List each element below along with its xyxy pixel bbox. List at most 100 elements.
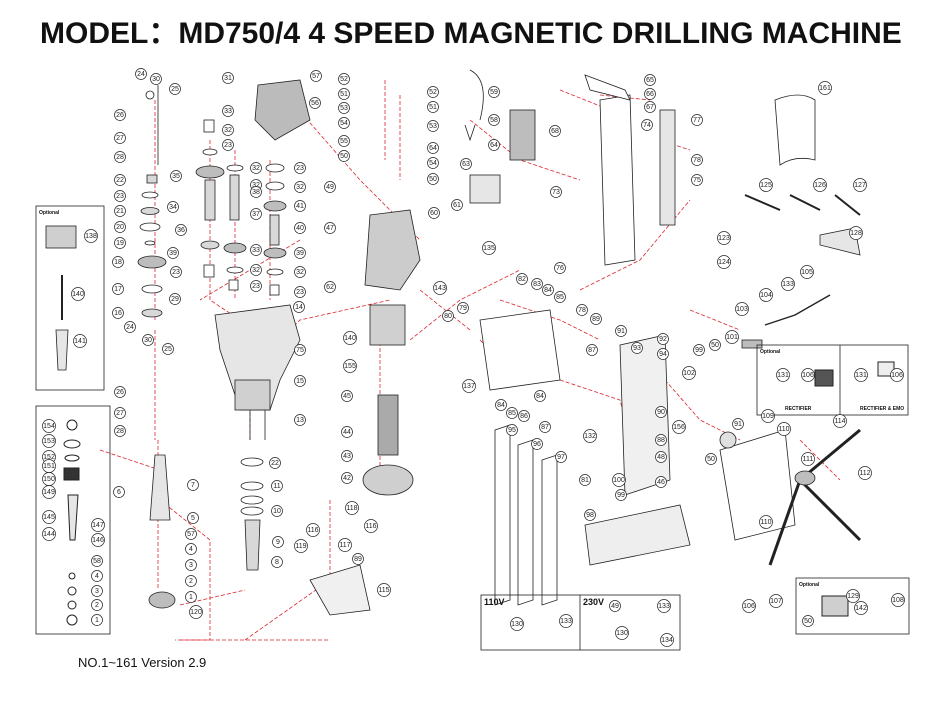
part-callout-131: 131 [776, 368, 790, 382]
svg-text:230V: 230V [583, 597, 604, 607]
callout-number: 94 [659, 351, 667, 358]
part-callout-123: 123 [717, 231, 731, 245]
part-callout-155: 155 [343, 359, 357, 373]
callout-circle [759, 178, 773, 192]
callout-circle [167, 247, 179, 259]
callout-circle [531, 278, 543, 290]
callout-number: 4 [95, 573, 99, 580]
part-callout-89: 89 [590, 313, 602, 325]
callout-circle [655, 434, 667, 446]
callout-circle [294, 222, 306, 234]
callout-circle [717, 255, 731, 269]
callout-circle [655, 406, 667, 418]
callout-number: 24 [126, 324, 134, 331]
part-callout-91: 91 [615, 325, 627, 337]
part-callout-100: 100 [612, 473, 626, 487]
callout-number: 32 [252, 165, 260, 172]
part-callout-36: 36 [175, 224, 187, 236]
part-callout-106: 106 [801, 368, 815, 382]
callout-number: 32 [252, 182, 260, 189]
part-callout-62: 62 [324, 281, 336, 293]
callout-number: 155 [344, 363, 356, 370]
part-callout-53: 53 [338, 102, 350, 114]
gear-stack-left [137, 85, 167, 318]
callout-circle [615, 325, 627, 337]
callout-circle [294, 344, 306, 356]
part-callout-106: 106 [742, 599, 756, 613]
callout-number: 53 [340, 105, 348, 112]
callout-number: 78 [693, 157, 701, 164]
part-callout-39: 39 [294, 247, 306, 259]
callout-number: 43 [343, 453, 351, 460]
callout-circle [612, 473, 626, 487]
svg-text:110V: 110V [484, 597, 505, 607]
callout-number: 60 [430, 210, 438, 217]
callout-number: 14 [295, 304, 303, 311]
part-callout-103: 103 [735, 302, 749, 316]
callout-number: 51 [340, 91, 348, 98]
callout-circle [555, 451, 567, 463]
part-callout-85: 85 [554, 291, 566, 303]
callout-number: 131 [855, 372, 867, 379]
callout-number: 108 [892, 597, 904, 604]
callout-number: 32 [296, 184, 304, 191]
callout-number: 10 [273, 508, 281, 515]
part-callout-26: 26 [114, 109, 126, 121]
callout-circle [169, 83, 181, 95]
part-callout-3: 3 [185, 559, 197, 571]
callout-circle [114, 190, 126, 202]
part-callout-9: 9 [272, 536, 284, 548]
callout-number: 64 [429, 145, 437, 152]
part-callout-45: 45 [341, 390, 353, 402]
callout-circle [343, 359, 357, 373]
callout-circle [341, 390, 353, 402]
part-callout-138: 138 [84, 229, 98, 243]
part-callout-95: 95 [506, 424, 518, 436]
callout-circle [91, 599, 103, 611]
callout-number: 35 [172, 173, 180, 180]
callout-circle [135, 68, 147, 80]
callout-circle [112, 283, 124, 295]
callout-number: 142 [855, 605, 867, 612]
callout-circle [112, 256, 124, 268]
part-callout-91: 91 [732, 418, 744, 430]
part-callout-17: 17 [112, 283, 124, 295]
part-callout-151: 151 [42, 459, 56, 473]
callout-number: 116 [307, 527, 318, 534]
callout-number: 18 [114, 259, 122, 266]
callout-circle [114, 151, 126, 163]
callout-number: 134 [661, 637, 673, 644]
callout-circle [343, 331, 357, 345]
part-callout-23: 23 [222, 139, 234, 151]
callout-circle [691, 174, 703, 186]
part-callout-22: 22 [114, 174, 126, 186]
part-callout-23: 23 [294, 162, 306, 174]
callout-circle [853, 178, 867, 192]
part-callout-93: 93 [631, 342, 643, 354]
svg-text:RECTIFIER: RECTIFIER [785, 406, 812, 412]
callout-number: 147 [92, 522, 104, 529]
part-callout-26: 26 [114, 386, 126, 398]
part-callout-41: 41 [294, 200, 306, 212]
part-callout-106: 106 [890, 368, 904, 382]
callout-number: 51 [429, 104, 437, 111]
callout-number: 32 [224, 127, 232, 134]
callout-circle [338, 102, 350, 114]
callout-circle [849, 226, 863, 240]
part-callout-87: 87 [586, 344, 598, 356]
callout-circle [293, 301, 305, 313]
callout-number: 102 [683, 370, 695, 377]
side-plate [719, 429, 796, 541]
callout-number: 110 [778, 426, 789, 433]
callout-circle [91, 518, 105, 532]
callout-number: 91 [734, 421, 742, 428]
callout-number: 105 [801, 269, 813, 276]
part-callout-35: 35 [170, 170, 182, 182]
callout-circle [451, 199, 463, 211]
part-callout-57: 57 [310, 70, 322, 82]
part-callout-81: 81 [579, 474, 591, 486]
callout-circle [124, 321, 136, 333]
callout-number: 23 [296, 165, 304, 172]
callout-number: 28 [116, 154, 124, 161]
callout-number: 23 [252, 283, 260, 290]
